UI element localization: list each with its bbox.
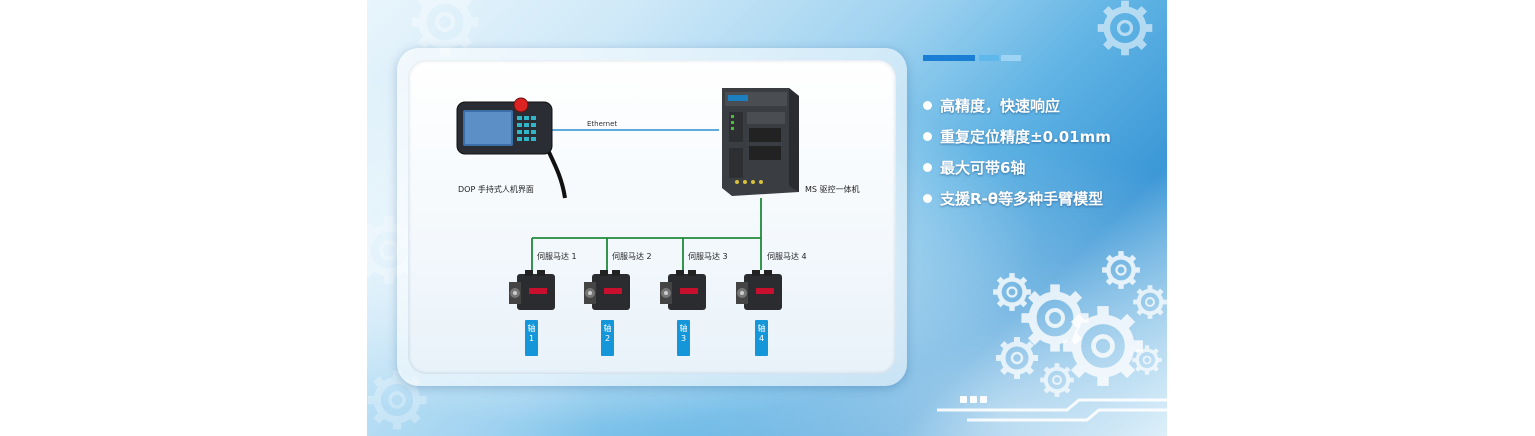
accent-bars: [923, 55, 1023, 61]
hmi-label: DOP 手持式人机界面: [458, 185, 534, 194]
servo-motor-device: [660, 270, 706, 310]
gear-decoration-group: [367, 0, 1167, 436]
handheld-hmi-device: [456, 97, 567, 199]
product-banner: Ethernet DOP 手持式人机界面 MS 驱控一体机 伺服马达 1 伺服马…: [367, 0, 1167, 436]
servo-motor-device: [509, 270, 555, 310]
circuit-trace-decoration: [937, 398, 1167, 422]
servo-motor-label: 伺服马达 2: [612, 252, 652, 261]
servo-motor-device: [584, 270, 630, 310]
circuit-block-decoration: [960, 396, 987, 403]
system-diagram: [456, 88, 799, 310]
accent-bar: [1001, 55, 1021, 61]
servo-bus-lines: [531, 198, 762, 270]
servo-motor-label: 伺服马达 4: [767, 252, 807, 261]
bullet-icon: [923, 163, 932, 172]
servo-motor-label: 伺服马达 3: [688, 252, 728, 261]
servo-motor-device: [736, 270, 782, 310]
accent-bar: [979, 55, 999, 61]
feature-item: 最大可带6轴: [923, 158, 1111, 189]
bullet-icon: [923, 194, 932, 203]
ethernet-label: Ethernet: [587, 120, 618, 128]
feature-item: 支援R-θ等多种手臂模型: [923, 189, 1111, 220]
feature-item: 重复定位精度±0.01mm: [923, 127, 1111, 158]
feature-list: 高精度，快速响应 重复定位精度±0.01mm 最大可带6轴 支援R-θ等多种手臂…: [923, 96, 1111, 220]
servo-motor-label: 伺服马达 1: [537, 252, 577, 261]
feature-item: 高精度，快速响应: [923, 96, 1111, 127]
bullet-icon: [923, 101, 932, 110]
ms-controller-device: [722, 88, 799, 196]
accent-bar: [923, 55, 975, 61]
bullet-icon: [923, 132, 932, 141]
controller-label: MS 驱控一体机: [805, 185, 860, 194]
